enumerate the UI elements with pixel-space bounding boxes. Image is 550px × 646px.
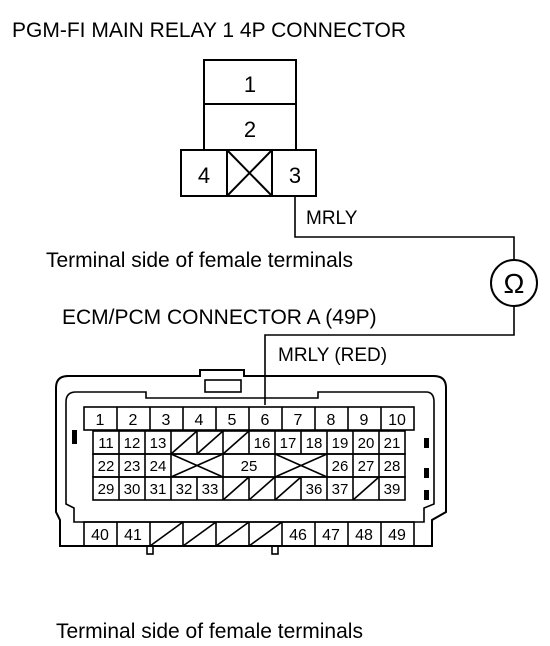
- ecm-pin: 8: [327, 412, 336, 429]
- ecm-pin: 28: [384, 458, 401, 475]
- ecm-pin: 40: [91, 527, 109, 544]
- ecm-pin: 1: [96, 412, 105, 429]
- ecm-pin: 10: [388, 412, 406, 429]
- ecm-pin: 49: [388, 527, 406, 544]
- ecm-pin: 37: [332, 481, 349, 498]
- relay-side-label: Terminal side of female terminals: [46, 249, 353, 272]
- ecm-wire: [264, 306, 515, 405]
- ecm-pin: 41: [124, 527, 142, 544]
- ecm-pin: 13: [150, 435, 167, 452]
- ohm-symbol: Ω: [504, 268, 525, 299]
- ecm-pin: 7: [294, 412, 303, 429]
- ecm-latch: [204, 379, 242, 393]
- relay-connector: 1 2 3 4: [180, 59, 317, 197]
- ecm-wire-label: MRLY (RED): [278, 345, 387, 366]
- ecm-pin: 20: [358, 435, 375, 452]
- ecm-housing: [55, 369, 447, 547]
- relay-pin-3: 3: [289, 163, 301, 188]
- ecm-pin: 4: [195, 412, 204, 429]
- ecm-pin: 39: [384, 481, 401, 498]
- relay-title: PGM-FI MAIN RELAY 1 4P CONNECTOR: [12, 19, 406, 42]
- relay-pin-2: 2: [244, 117, 256, 142]
- ecm-pin: 31: [150, 481, 167, 498]
- ecm-bottom-tab-left: [146, 545, 154, 555]
- ecm-pin: 32: [176, 481, 193, 498]
- ecm-pin: 26: [332, 458, 349, 475]
- ecm-pin: 27: [358, 458, 375, 475]
- ecm-pin: 18: [306, 435, 323, 452]
- ecm-side-label: Terminal side of female terminals: [56, 620, 363, 643]
- relay-wire-label: MRLY: [306, 208, 358, 229]
- ecm-pin: 2: [129, 412, 138, 429]
- ecm-pin: 47: [322, 527, 340, 544]
- ecm-inner-frame: [65, 391, 435, 523]
- relay-pin-1: 1: [244, 72, 256, 97]
- ecm-pin: 24: [150, 458, 167, 475]
- ecm-pin: 33: [202, 481, 219, 498]
- ecm-connector: 1 2 3 4 5 6 7 8 9 10 11 12 13 16 17 18 1…: [55, 369, 447, 555]
- ecm-pin: 30: [124, 481, 141, 498]
- ecm-pin: 36: [306, 481, 323, 498]
- ecm-pin: 11: [98, 435, 114, 452]
- ecm-pin: 3: [162, 412, 171, 429]
- relay-bottom-row: [180, 149, 317, 197]
- ecm-pin: 23: [124, 458, 141, 475]
- ecm-pin-6: 6: [261, 412, 270, 429]
- ecm-pin: 9: [360, 412, 369, 429]
- ecm-bottom-tab-right: [271, 545, 279, 555]
- ecm-pin: 29: [98, 481, 115, 498]
- ecm-pin: 21: [384, 435, 401, 452]
- ecm-pin: 22: [98, 458, 115, 475]
- relay-pin-4: 4: [198, 163, 210, 188]
- ecm-pin: 16: [254, 435, 271, 452]
- ecm-pin: 12: [124, 435, 141, 452]
- ecm-pin: 5: [228, 412, 237, 429]
- relay-wire: [294, 196, 515, 259]
- ecm-pin: 19: [332, 435, 349, 452]
- ecm-pin: 17: [280, 435, 297, 452]
- ecm-title: ECM/PCM CONNECTOR A (49P): [62, 306, 377, 329]
- ecm-pin: 46: [289, 527, 307, 544]
- ecm-pin: 25: [241, 458, 258, 475]
- ecm-pin: 48: [355, 527, 373, 544]
